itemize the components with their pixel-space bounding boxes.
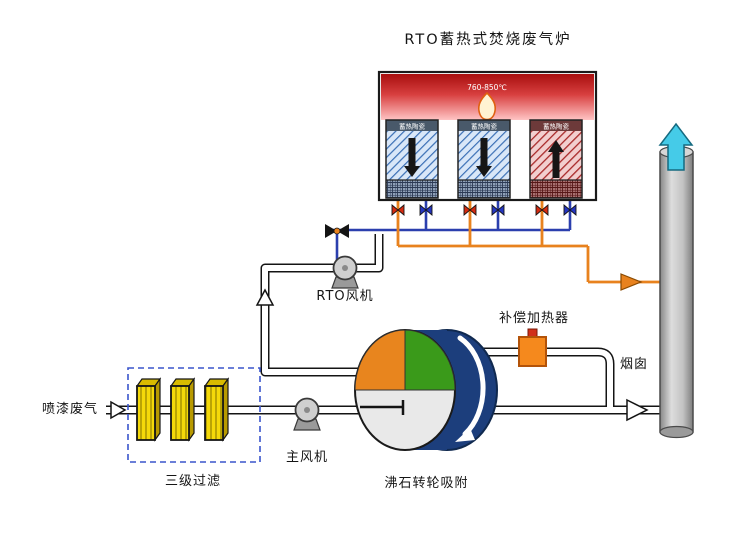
butterfly-valve-icon [325, 224, 349, 238]
temperature-label: 760-850℃ [467, 83, 507, 92]
regenerative-bed-1: 蓄热陶瓷 [385, 119, 439, 199]
filter-unit [203, 377, 230, 442]
hot-manifold-pipe [396, 200, 662, 291]
filter-unit [169, 377, 196, 442]
inlet-flow-arrow-icon [110, 400, 127, 420]
hot-valve-icon [391, 204, 549, 216]
rotation-arrow-icon [457, 335, 486, 437]
regenerative-bed-2: 蓄热陶瓷 [457, 119, 511, 199]
bed-label: 蓄热陶瓷 [543, 122, 570, 131]
rotation-arrowhead-icon [455, 428, 475, 442]
flow-down-arrow-icon [404, 138, 420, 177]
outflow-arrow-icon [658, 122, 694, 171]
inlet-label: 喷漆废气 [41, 402, 98, 417]
filter-boundary [127, 367, 261, 463]
rotor-adsorb-sector [354, 329, 406, 391]
heater-label: 补偿加热器 [498, 311, 569, 326]
bed-label: 蓄热陶瓷 [471, 122, 498, 131]
rto-fan-icon [331, 255, 359, 289]
duct-flow-arrows [110, 288, 649, 422]
rotor-axle-pipe [360, 400, 405, 415]
chimney-label: 烟囱 [619, 357, 648, 372]
filter-section [127, 367, 261, 463]
regenerative-bed-3: 蓄热陶瓷 [529, 119, 583, 199]
rto-fan-label: RTO风机 [316, 289, 374, 304]
cold-valve-icon [419, 204, 577, 216]
rto-furnace: 蓄热陶瓷 蓄热陶瓷 蓄热陶瓷 760-850℃ [377, 70, 598, 202]
rotor-label: 沸石转轮吸附 [384, 476, 469, 491]
main-fan-label: 主风机 [285, 450, 328, 465]
bed-valves [391, 204, 577, 216]
hot-flow-arrow-icon [620, 273, 643, 291]
cold-manifold-pipe [330, 200, 572, 266]
flow-down-arrow-icon [476, 138, 492, 177]
filter-unit [135, 377, 162, 442]
desorption-flow-arrow-icon [255, 288, 275, 306]
filter-label: 三级过滤 [164, 474, 221, 489]
diagram-title: RTO蓄热式焚烧废气炉 [404, 32, 572, 48]
zeolite-rotor [354, 329, 498, 451]
to-chimney-flow-arrow-icon [626, 398, 649, 422]
flow-up-arrow-icon [548, 140, 564, 178]
chimney [658, 122, 694, 439]
rotor-regen-sector [404, 329, 456, 391]
main-fan-icon [293, 397, 321, 431]
heater-icon [518, 328, 547, 367]
bed-label: 蓄热陶瓷 [399, 122, 426, 131]
